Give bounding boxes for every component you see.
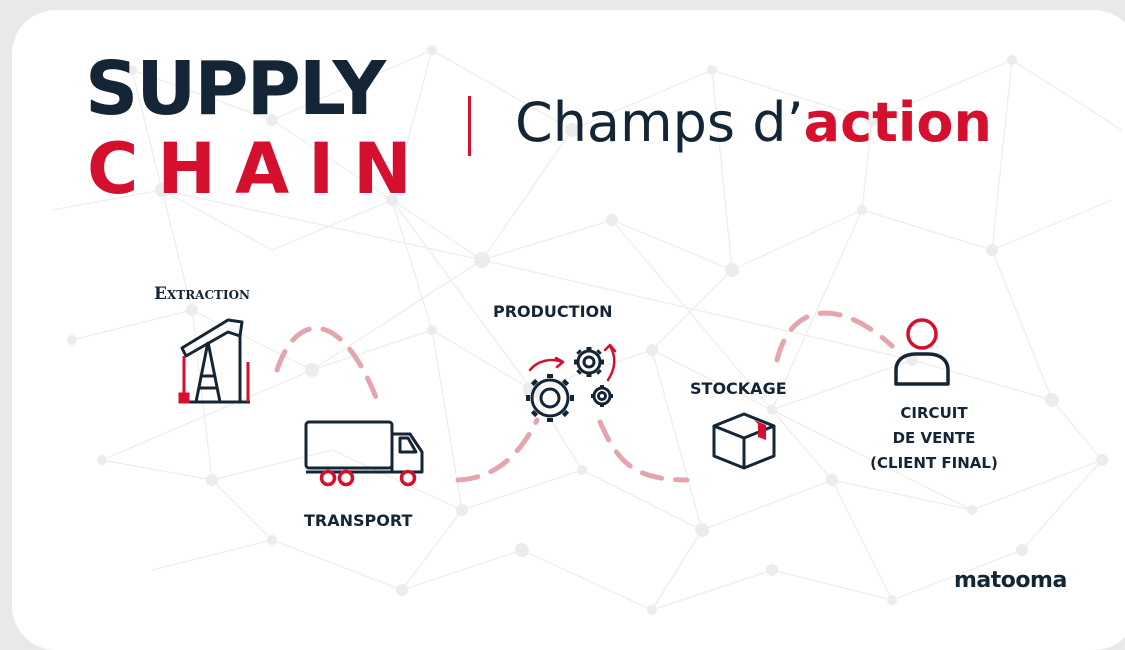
circuit-line-1: CIRCUIT bbox=[900, 404, 968, 422]
subtitle-accent: action bbox=[803, 91, 992, 154]
person-icon bbox=[894, 318, 950, 386]
infographic-card: SUPPLY CHAIN Champs d’action bbox=[12, 10, 1125, 650]
title-supply: SUPPLY bbox=[85, 46, 386, 132]
step-label-transport: TRANSPORT bbox=[304, 511, 413, 530]
matooma-logo: matooma bbox=[954, 568, 1067, 593]
circuit-line-3: (CLIENT FINAL) bbox=[870, 453, 998, 472]
network-background bbox=[51, 45, 1123, 615]
flow-path bbox=[274, 310, 895, 483]
step-label-extraction: Extraction bbox=[154, 284, 250, 304]
step-label-production: PRODUCTION bbox=[493, 302, 613, 321]
subtitle-main: Champs d’ bbox=[515, 91, 804, 154]
step-label-circuit: CIRCUIT DE VENTE (CLIENT FINAL) bbox=[844, 401, 1024, 475]
circuit-line-2: DE VENTE bbox=[892, 428, 976, 447]
gears-icon bbox=[526, 343, 617, 422]
step-label-stockage: STOCKAGE bbox=[690, 379, 787, 398]
truck-icon bbox=[304, 420, 424, 487]
box-icon bbox=[712, 412, 776, 470]
oil-pumpjack-icon bbox=[178, 318, 250, 404]
subtitle: Champs d’action bbox=[515, 96, 992, 150]
title-chain: CHAIN bbox=[87, 128, 431, 210]
title-divider bbox=[468, 96, 471, 156]
